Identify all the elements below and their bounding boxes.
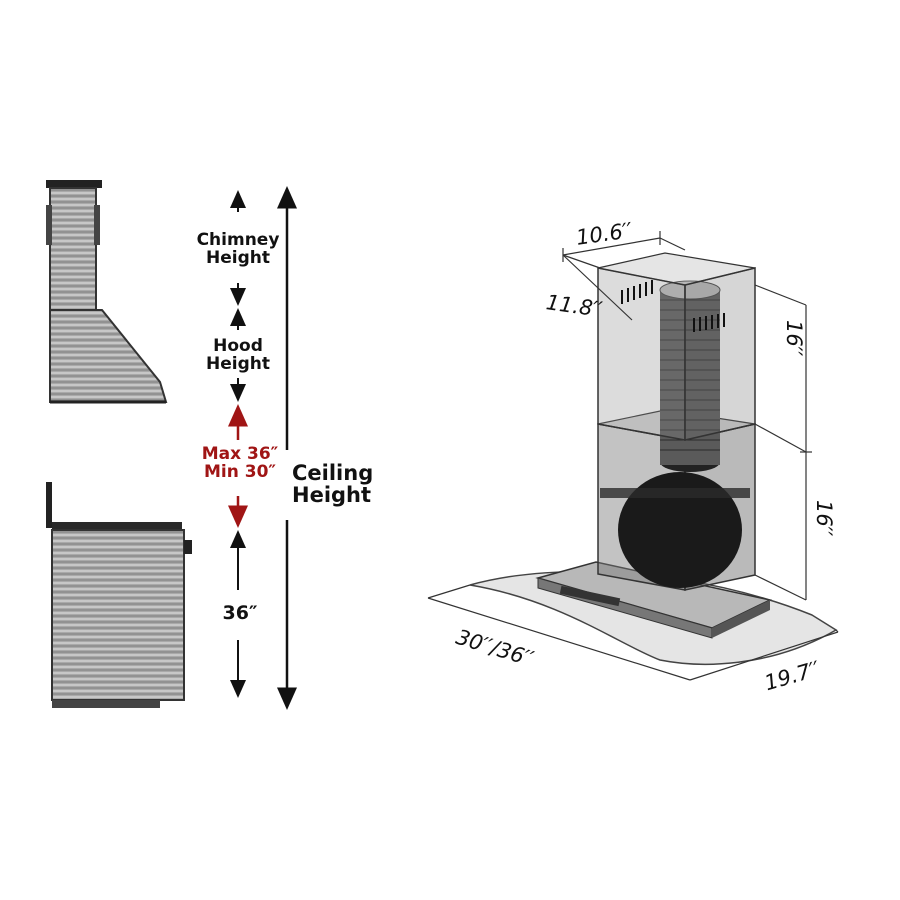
hood-height-label-line2: Height bbox=[206, 353, 270, 374]
side-hood-chimney bbox=[46, 180, 168, 404]
counter-height-label: 36″ bbox=[222, 602, 258, 624]
clearance-label: Max 36″ Min 30″ bbox=[190, 444, 290, 482]
hood-height-label: Hood Height bbox=[192, 336, 284, 374]
ceiling-height-label-line2: Height bbox=[292, 483, 372, 508]
chimney-height-label-line2: Height bbox=[206, 247, 270, 268]
hood-height-label-line1: Hood bbox=[213, 336, 263, 356]
ceiling-height-label: Ceiling Height bbox=[292, 462, 382, 506]
right-dimension-lines bbox=[427, 231, 839, 681]
clearance-max-label: Max 36″ bbox=[201, 444, 279, 464]
ceiling-height-label-line1: Ceiling bbox=[292, 461, 374, 485]
side-range bbox=[46, 482, 192, 708]
upper-chimney-height-dimension: 16′′ bbox=[782, 320, 806, 357]
chimney-height-label: Chimney Height bbox=[192, 230, 284, 268]
chimney-height-label-line1: Chimney bbox=[196, 230, 280, 250]
lower-chimney-height-dimension: 16′′ bbox=[812, 500, 836, 537]
clearance-min-label: Min 30″ bbox=[203, 461, 277, 482]
hood-3d-illustration bbox=[469, 252, 838, 665]
